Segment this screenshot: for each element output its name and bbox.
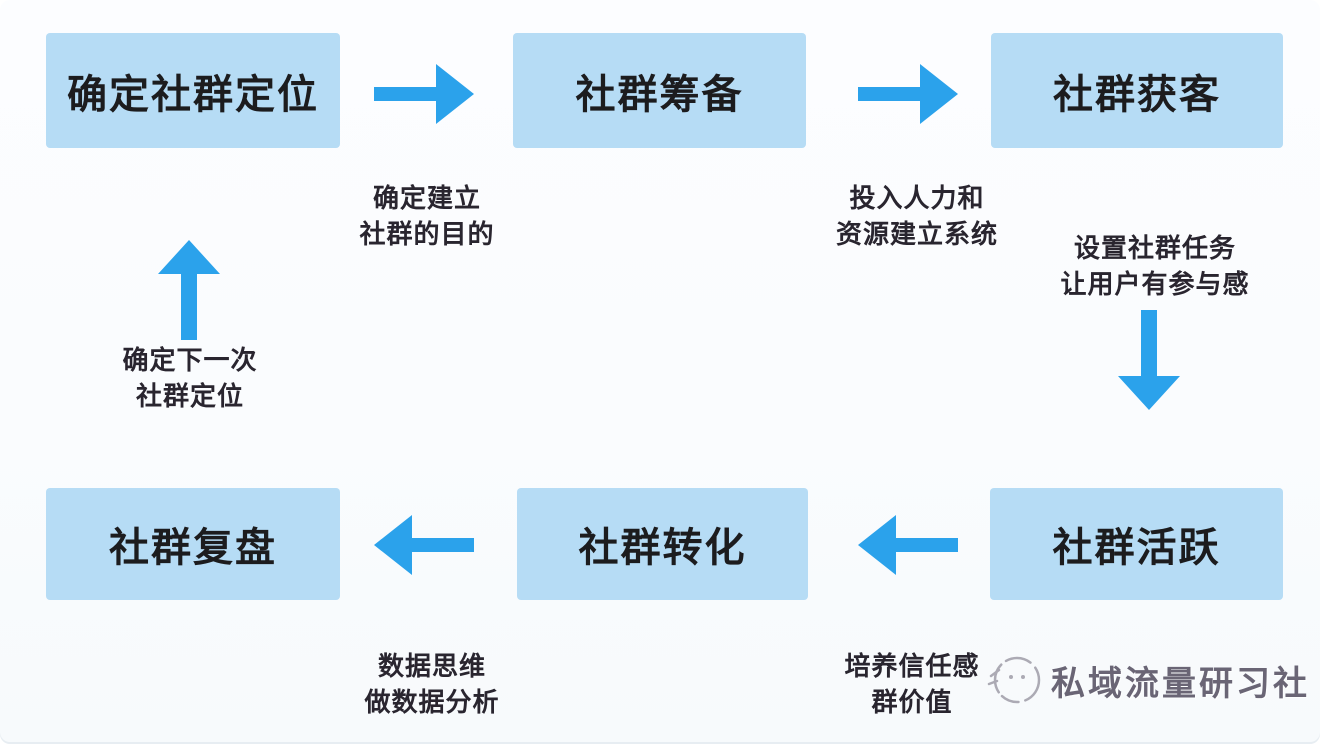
node-activation: 社群活跃: [990, 488, 1283, 600]
annotation-invest-resources: 投入人力和 资源建立系统: [835, 183, 998, 249]
arrow-down-icon: [1118, 310, 1180, 410]
watermark: 私域流量研习社: [985, 650, 1310, 710]
arrow-right-icon: [858, 64, 958, 124]
node-acquisition: 社群获客: [991, 33, 1283, 148]
arrow-up-icon: [158, 240, 220, 340]
scribble-circle-icon: [987, 656, 1041, 704]
annotation-build-trust: 培养信任感 群价值: [844, 651, 980, 717]
node-preparation: 社群筹备: [513, 33, 806, 148]
arrow-right-icon: [374, 64, 474, 124]
annotation-next-positioning: 确定下一次 社群定位: [122, 345, 258, 411]
annotation-set-tasks: 设置社群任务 让用户有参与感: [1060, 233, 1250, 299]
node-conversion: 社群转化: [517, 488, 808, 600]
annotation-purpose: 确定建立 社群的目的: [359, 183, 495, 249]
node-review: 社群复盘: [46, 488, 340, 600]
arrow-left-icon: [374, 515, 474, 575]
annotation-data-analysis: 数据思维 做数据分析: [364, 651, 500, 717]
node-define-positioning: 确定社群定位: [46, 33, 340, 148]
watermark-text: 私域流量研习社: [1051, 664, 1310, 703]
arrow-left-icon: [858, 515, 958, 575]
